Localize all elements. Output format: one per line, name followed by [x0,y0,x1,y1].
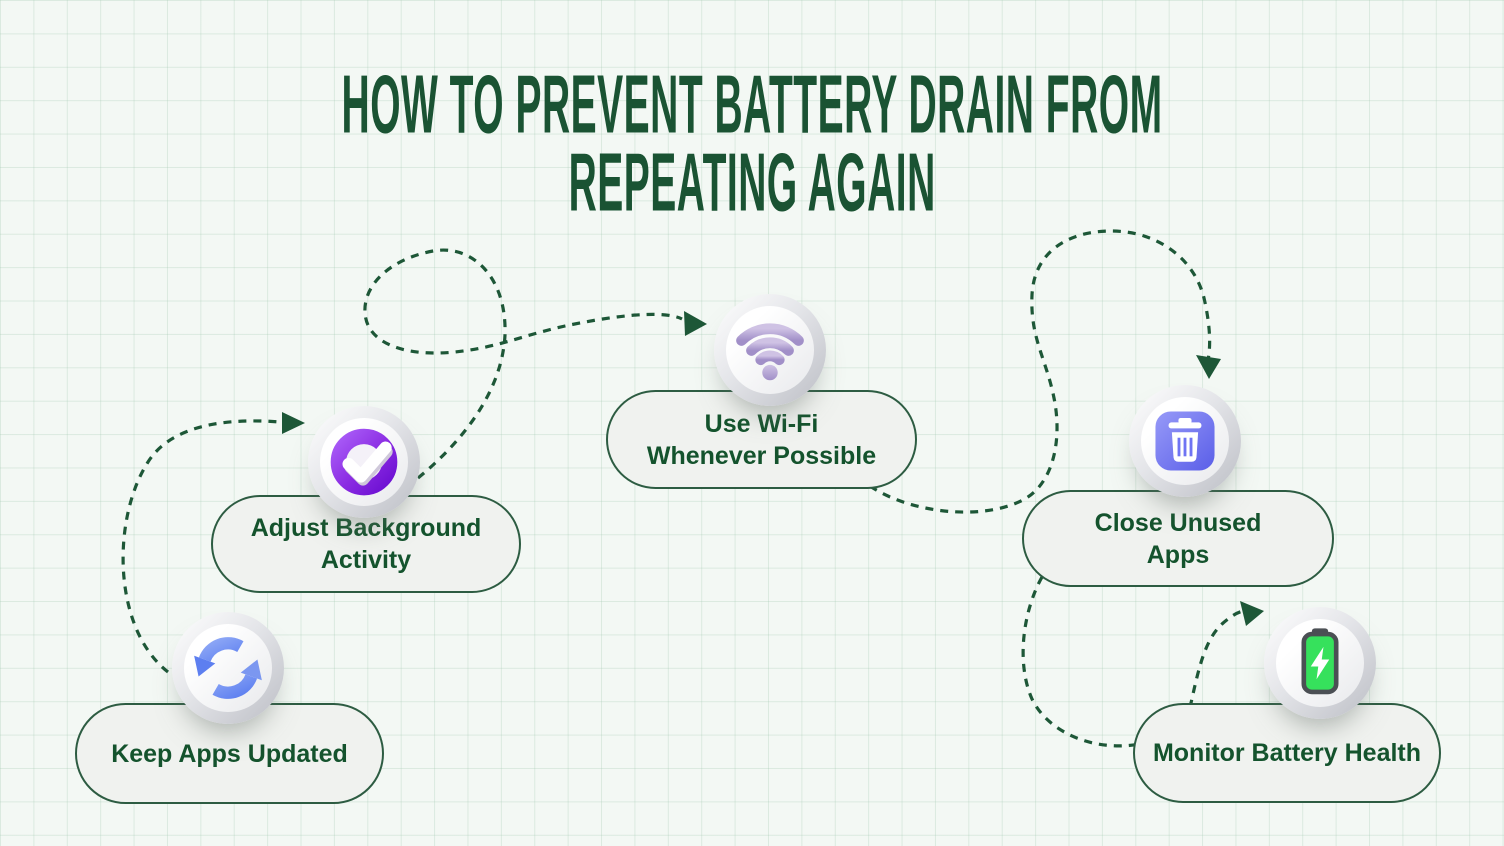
page-title: HOW TO PREVENT BATTERY DRAIN FROM [341,56,1163,151]
step-label: Apps [1146,540,1210,569]
connector-1 [121,419,281,674]
arrowhead-2 [684,311,707,336]
step-label: Activity [320,546,412,574]
wifi-badge-inner [726,306,814,394]
step-label: Whenever Possible [646,441,877,470]
step-label: Use Wi-Fi [704,409,819,438]
arrowhead-4 [1240,601,1264,626]
refresh-badge-inner [184,624,272,712]
step-label: Keep Apps Updated [111,739,348,768]
step-label: Close Unused [1094,508,1262,537]
connector-2 [363,248,683,480]
step-label: Adjust Background [250,514,482,542]
check-badge-inner [320,418,408,506]
page-title-line-2: REPEATING AGAIN [0,135,1504,228]
step-label: Monitor Battery Health [1152,739,1422,767]
wifi-badge [714,294,826,406]
step-use-wifi-whenever-possible: Use Wi-Fi Whenever Possible [606,390,917,489]
connector-4 [1021,576,1248,748]
trash-icon [1155,411,1215,471]
refresh-icon [194,637,262,699]
arrowhead-3 [1196,355,1221,379]
check-circle-icon [330,428,398,496]
connector-3 [869,229,1212,514]
page-title-line-1: HOW TO PREVENT BATTERY DRAIN FROM [0,57,1504,150]
trash-badge-inner [1141,397,1229,485]
step-close-unused-apps: Close Unused Apps [1022,490,1334,587]
battery-icon [1301,628,1339,695]
battery-badge [1264,607,1376,719]
arrowhead-1 [282,412,305,434]
battery-badge-inner [1276,619,1364,707]
step-monitor-battery-health: Monitor Battery Health [1133,703,1441,803]
refresh-badge [172,612,284,724]
check-badge [308,406,420,518]
page-title: REPEATING AGAIN [568,134,936,229]
wifi-icon [736,323,804,381]
trash-badge [1129,385,1241,497]
